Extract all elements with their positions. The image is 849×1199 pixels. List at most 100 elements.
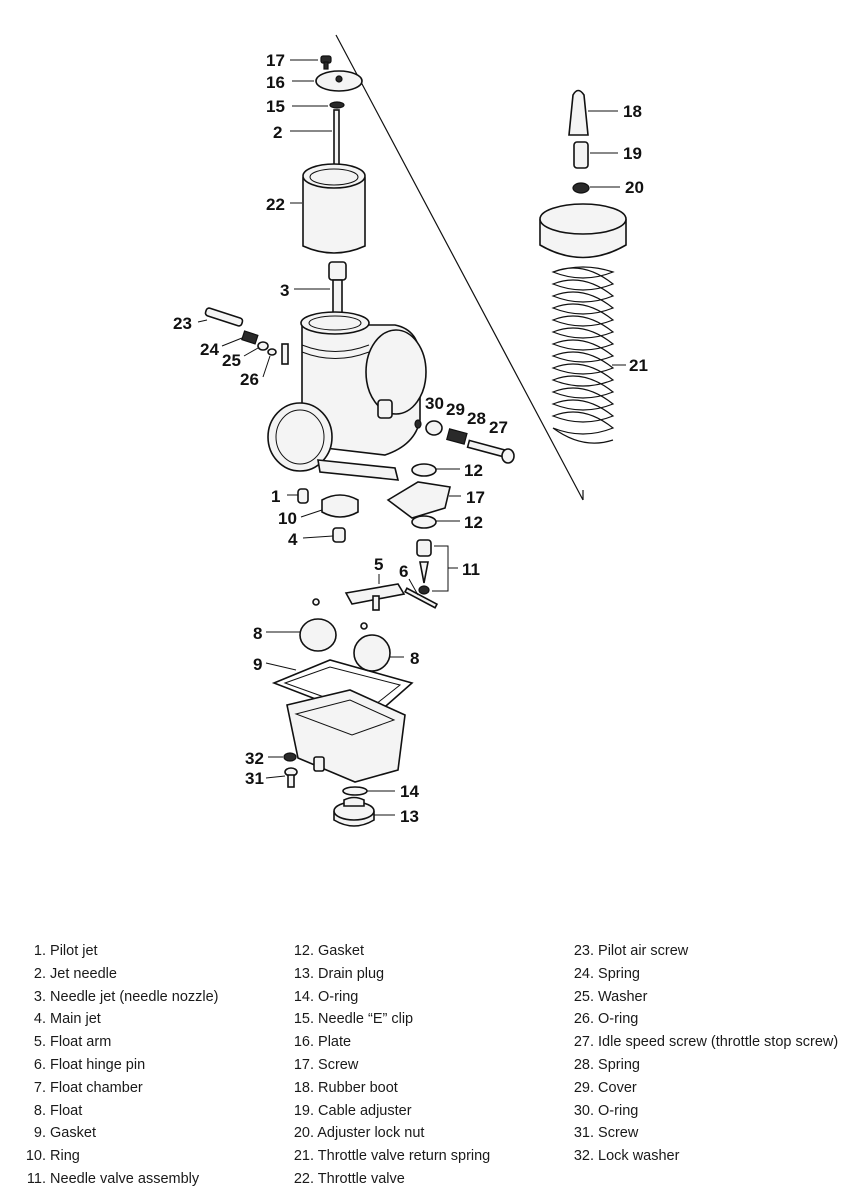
legend-item: 13. Drain plug bbox=[293, 965, 385, 982]
callout-5: 5 bbox=[374, 555, 383, 574]
cable-adjuster-19-part bbox=[573, 141, 589, 169]
callout-17-plate: 17 bbox=[466, 488, 485, 507]
legend-item: 29. Cover bbox=[573, 1079, 637, 1096]
legend-item: 24. Spring bbox=[573, 965, 640, 982]
spring-24-part bbox=[241, 330, 259, 345]
needle-valve-11-part bbox=[416, 539, 432, 595]
callout-31: 31 bbox=[245, 769, 264, 788]
legend-item: 10. Ring bbox=[25, 1148, 80, 1165]
legend-item: 9. Gasket bbox=[33, 1125, 96, 1142]
legend-item: 26. O-ring bbox=[573, 1011, 639, 1028]
gasket-12-lower-part bbox=[411, 515, 437, 529]
float-8-right-part bbox=[353, 634, 391, 672]
gasket-12-upper-part bbox=[411, 463, 437, 477]
legend-item: 31. Screw bbox=[573, 1125, 639, 1142]
callout-1: 1 bbox=[271, 487, 280, 506]
lock-washer-32-part bbox=[283, 752, 297, 762]
callout-12-upper: 12 bbox=[464, 461, 483, 480]
legend-item: 20. Adjuster lock nut bbox=[293, 1125, 425, 1142]
callout-8-right: 8 bbox=[410, 649, 419, 668]
callout-22: 22 bbox=[266, 195, 285, 214]
callout-9: 9 bbox=[253, 655, 262, 674]
legend-item: 2. Jet needle bbox=[33, 965, 117, 982]
legend-item: 21. Throttle valve return spring bbox=[293, 1148, 491, 1165]
callout-32: 32 bbox=[245, 749, 264, 768]
callout-6: 6 bbox=[399, 562, 408, 581]
main-jet-4-part bbox=[332, 527, 346, 543]
o-ring-14-part bbox=[342, 786, 368, 796]
legend-item: 4. Main jet bbox=[33, 1011, 101, 1028]
washer-25-part bbox=[257, 341, 269, 351]
callout-3: 3 bbox=[280, 281, 289, 300]
plate-17-part bbox=[386, 481, 451, 519]
callout-12-lower: 12 bbox=[464, 513, 483, 532]
callout-21: 21 bbox=[629, 356, 648, 375]
callout-27: 27 bbox=[489, 418, 508, 437]
legend-item: 28. Spring bbox=[573, 1056, 640, 1073]
legend-item: 23. Pilot air screw bbox=[573, 943, 689, 959]
legend-item: 3. Needle jet (needle nozzle) bbox=[33, 988, 219, 1005]
callout-19: 19 bbox=[623, 144, 642, 163]
callout-8-left: 8 bbox=[253, 624, 262, 643]
hinge-pin-6-part bbox=[403, 587, 439, 609]
callout-2: 2 bbox=[273, 123, 282, 142]
screw-31-part bbox=[284, 767, 298, 788]
o-ring-30-part bbox=[414, 419, 422, 429]
callout-17-top: 17 bbox=[266, 51, 285, 70]
legend-item: 32. Lock washer bbox=[573, 1148, 680, 1165]
lock-nut-20-part bbox=[572, 182, 590, 194]
needle-jet-3-part bbox=[328, 261, 347, 319]
legend-item: 7. Float chamber bbox=[33, 1079, 143, 1096]
callout-24: 24 bbox=[200, 340, 219, 359]
legend-item: 27. Idle speed screw (throttle stop scre… bbox=[573, 1034, 839, 1051]
pilot-jet-1-part bbox=[297, 488, 309, 504]
legend-item: 25. Washer bbox=[573, 988, 648, 1005]
callout-29: 29 bbox=[446, 400, 465, 419]
legend-item: 14. O-ring bbox=[293, 988, 359, 1005]
callout-13: 13 bbox=[400, 807, 419, 826]
callout-11: 11 bbox=[462, 560, 480, 579]
legend-item: 1. Pilot jet bbox=[33, 943, 98, 959]
callout-26: 26 bbox=[240, 370, 259, 389]
callout-14: 14 bbox=[400, 782, 419, 801]
float-chamber-7-part bbox=[286, 689, 406, 783]
legend-item: 15. Needle “E” clip bbox=[293, 1011, 414, 1028]
e-clip-15-part bbox=[329, 101, 345, 109]
throttle-valve-22-part bbox=[302, 163, 366, 254]
legend-item: 5. Float arm bbox=[33, 1034, 112, 1051]
return-spring-21-part bbox=[551, 266, 615, 444]
legend-column-1: 1. Pilot jet 2. Jet needle 3. Needle jet… bbox=[0, 940, 219, 1191]
legend-item: 8. Float bbox=[33, 1102, 83, 1119]
rubber-boot-18-part bbox=[568, 89, 589, 136]
float-8-left-part bbox=[299, 618, 337, 652]
callout-15: 15 bbox=[266, 97, 285, 116]
legend-item: 17. Screw bbox=[293, 1056, 359, 1073]
legend-item: 19. Cable adjuster bbox=[293, 1102, 412, 1119]
callout-10: 10 bbox=[278, 509, 297, 528]
legend-item: 12. Gasket bbox=[293, 943, 364, 959]
leader-lines bbox=[197, 59, 626, 816]
pilot-air-screw-23-part bbox=[204, 307, 244, 327]
parts-legend: 1. Pilot jet 2. Jet needle 3. Needle jet… bbox=[0, 940, 849, 1199]
cover-29-part bbox=[425, 420, 443, 436]
carburetor-body-part bbox=[267, 311, 427, 481]
legend-item: 16. Plate bbox=[293, 1034, 352, 1051]
legend-item: 30. O-ring bbox=[573, 1102, 639, 1119]
drain-plug-13-part bbox=[333, 796, 375, 827]
callout-18: 18 bbox=[623, 102, 642, 121]
idle-screw-27-part bbox=[466, 439, 515, 464]
mixing-chamber-cap-part bbox=[539, 203, 627, 259]
callout-28: 28 bbox=[467, 409, 486, 428]
callout-20: 20 bbox=[625, 178, 644, 197]
float-arm-5-part bbox=[344, 583, 406, 611]
legend-item: 22. Throttle valve bbox=[293, 1170, 405, 1187]
legend-item: 18. Rubber boot bbox=[293, 1079, 398, 1096]
callout-16: 16 bbox=[266, 73, 285, 92]
o-ring-26-part bbox=[267, 348, 277, 356]
screw-17-part bbox=[320, 55, 332, 70]
legend-item: 11. Needle valve assembly bbox=[26, 1170, 200, 1187]
callout-23: 23 bbox=[173, 314, 192, 333]
legend-column-2: 12. Gasket 13. Drain plug 14. O-ring 15.… bbox=[0, 940, 490, 1191]
callout-4: 4 bbox=[288, 530, 298, 549]
callout-25: 25 bbox=[222, 351, 241, 370]
